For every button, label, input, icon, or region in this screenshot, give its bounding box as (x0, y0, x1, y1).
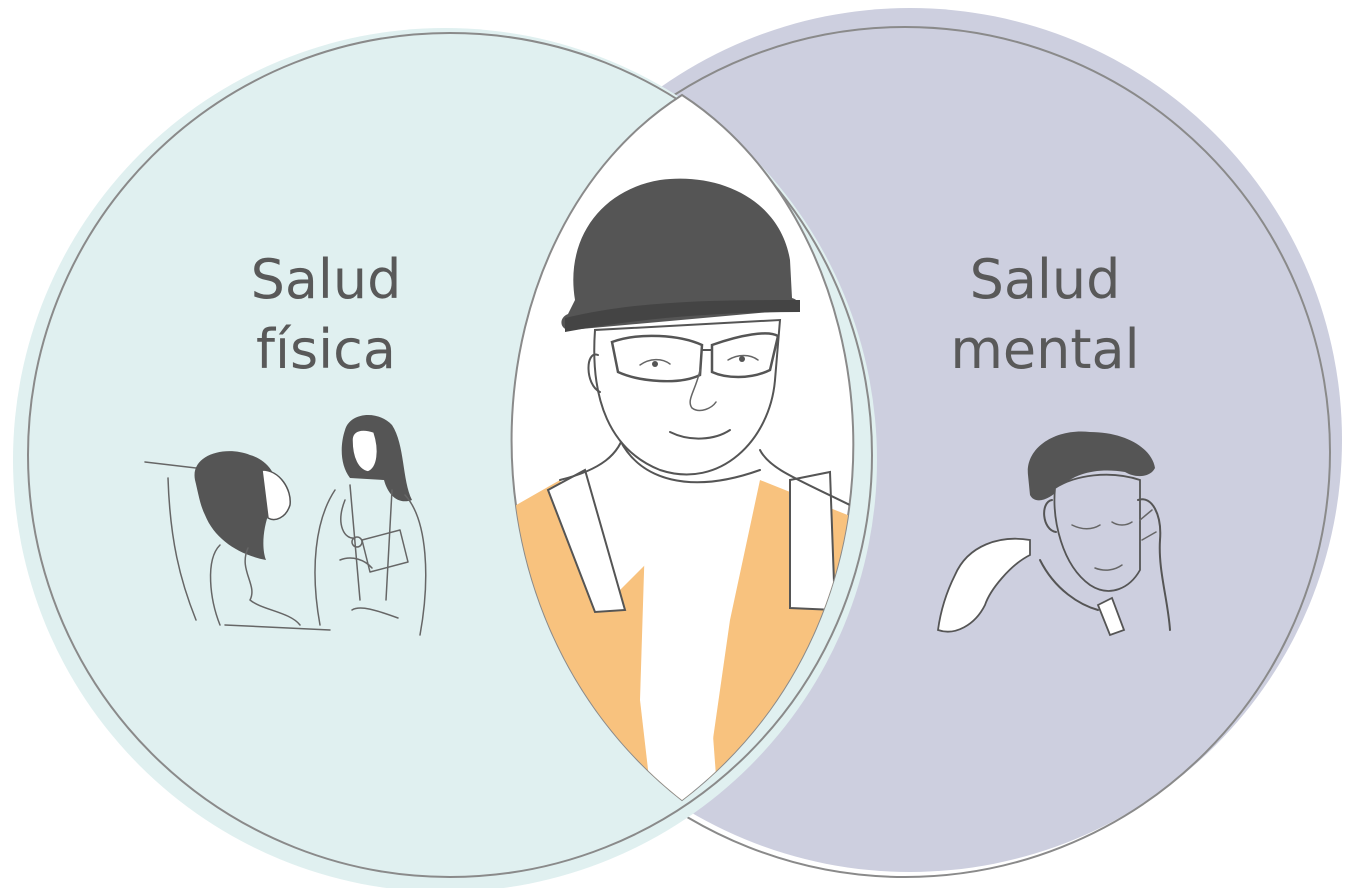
left-label-line1: Salud (251, 248, 402, 311)
left-circle-label: Salud física (251, 248, 402, 381)
patient-and-doctor-illustration (144, 414, 427, 636)
stressed-man-illustration (937, 431, 1171, 637)
right-circle-label: Salud mental (950, 248, 1139, 381)
left-label-line2: física (256, 318, 396, 381)
right-label-line2: mental (950, 318, 1139, 381)
right-label-line1: Salud (970, 248, 1121, 311)
